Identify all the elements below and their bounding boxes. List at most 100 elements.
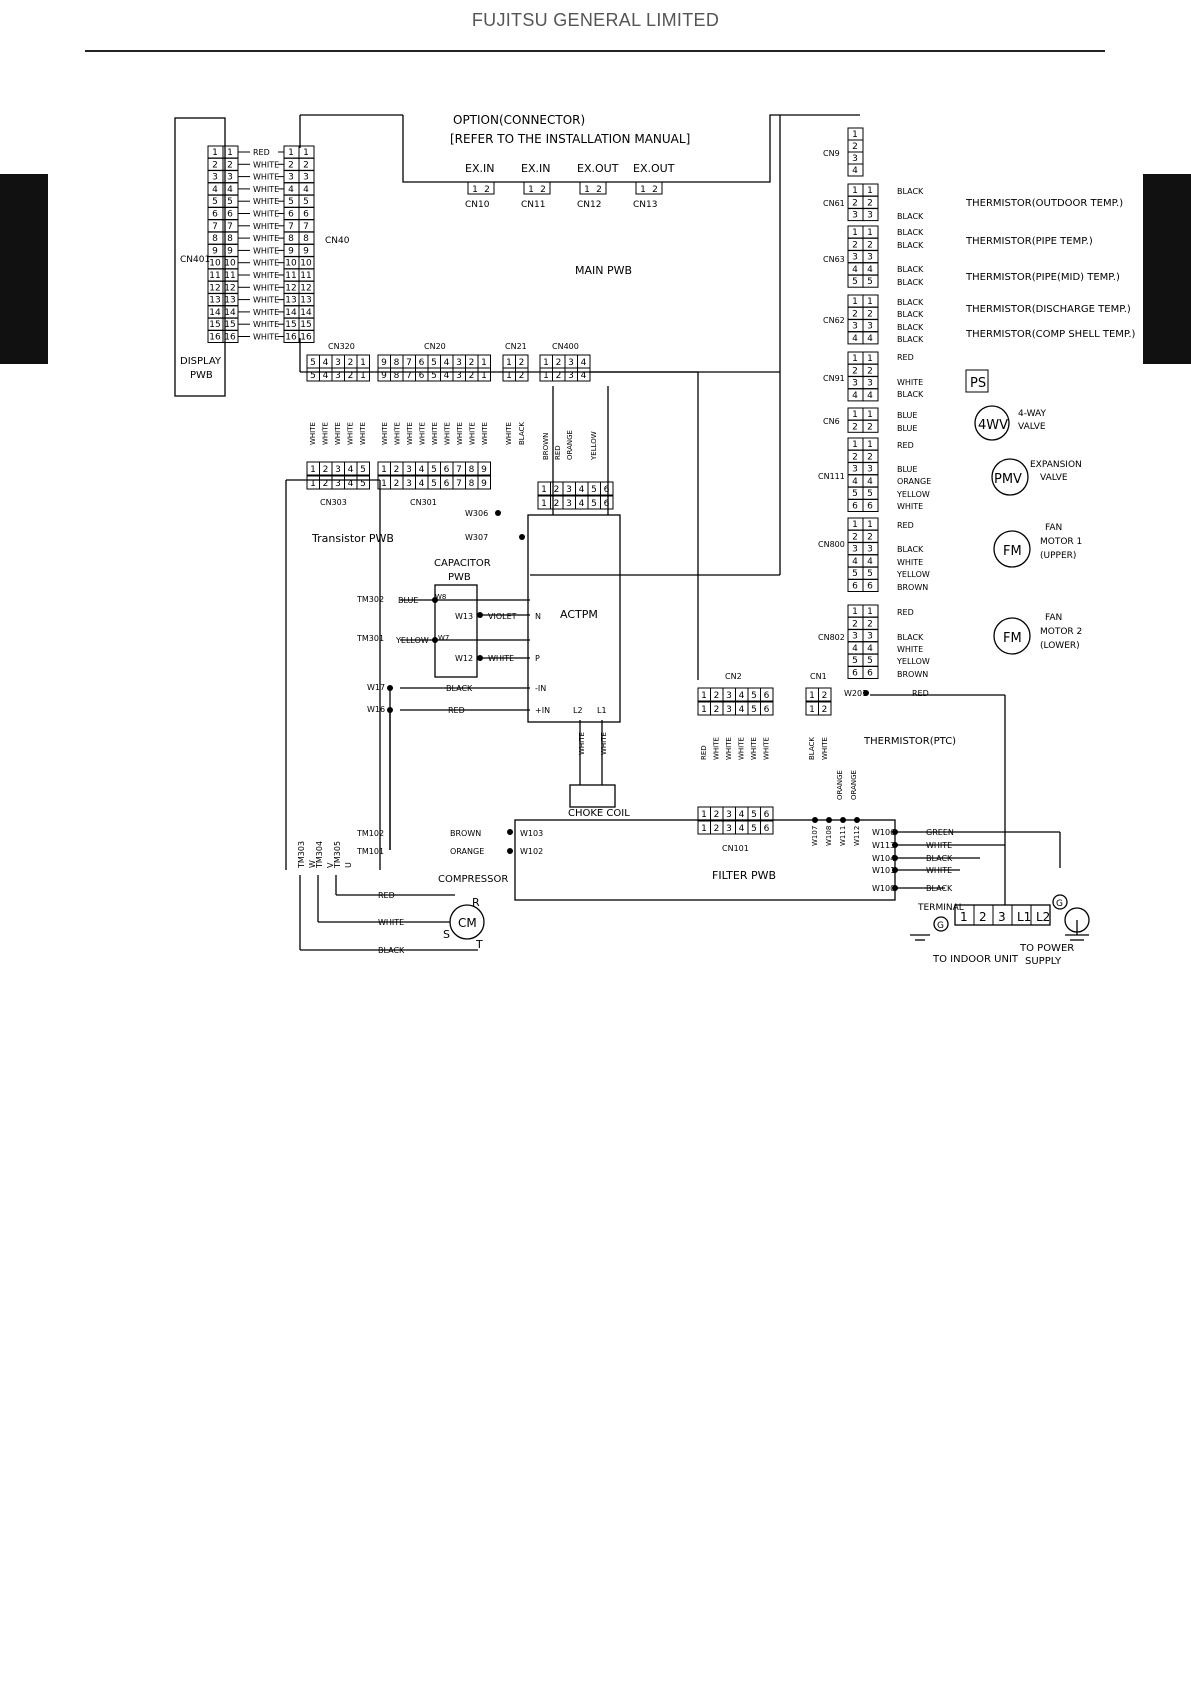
pin-number: 1 [310,479,316,489]
pin-number: 3 [335,358,341,368]
pin-number: 3 [852,154,858,164]
fm1-device-label: FM [1003,544,1022,559]
vertical-wire-label: WHITE [469,422,477,445]
pin-number: 2 [652,185,658,195]
pin-number: 3 [867,253,873,263]
cn9-label: CN9 [823,149,840,158]
vertical-label: TM305 [333,841,342,869]
pin-number: 11 [285,271,296,281]
vertical-wire-label: WHITE [821,737,829,760]
wire-label: BLACK [897,241,924,250]
thermistor-pipe-label: THERMISTOR(PIPE TEMP.) [965,236,1093,247]
pin-number: 5 [310,358,316,368]
wire-label: WHITE [378,918,404,927]
pin-number: 12 [209,283,220,293]
display-wire-label: WHITE [253,308,279,317]
actpm-terminal-p: P [535,654,540,663]
pin-number: 10 [209,259,221,269]
pin-number: 3 [456,371,462,381]
pin-number: 5 [852,489,858,499]
4wv-circle [974,405,1010,441]
wire-label: BLACK [926,854,953,863]
pin-number: 4 [444,371,450,381]
pin-number: 4 [444,358,450,368]
junction-dot [519,534,525,540]
capacitor-label: CAPACITOR [434,558,491,569]
pin-number: 4 [323,371,329,381]
w307-label: W307 [465,533,488,542]
pin-number: 6 [764,705,770,715]
pin-number: 4 [348,479,354,489]
pin-number: 1 [481,358,487,368]
pin-number: 6 [867,669,873,679]
vertical-wire-label: BLACK [808,737,816,760]
thermistor-compshell-label: THERMISTOR(COMP SHELL TEMP.) [965,329,1136,340]
cn101-label: CN101 [722,844,749,853]
actpm-terminal-plus-in: +IN [535,706,550,715]
junction-dot [387,685,393,691]
pin-number: 1 [867,607,873,617]
vertical-wire-label: RED [554,445,562,460]
pin-number: 13 [224,296,235,306]
pin-number: 2 [867,422,873,432]
cn301-pin [477,461,491,476]
pin-number: 3 [867,465,873,475]
vertical-wire-label: ORANGE [566,430,574,460]
pin-number: 2 [822,705,828,715]
pin-number: 4 [303,185,309,195]
pin-number: 7 [212,222,218,232]
pin-number: 1 [852,354,858,364]
pin-number: 3 [566,499,572,509]
tm101-label: TM101 [356,847,384,856]
wire-label: BLACK [897,545,924,554]
pin-number: 11 [224,271,235,281]
pin-number: 3 [568,371,574,381]
pin-number: 3 [568,358,574,368]
junction-dot [892,829,898,835]
cn101-pin [760,820,774,835]
pin-number: 3 [867,322,873,332]
wire-label: WHITE [926,841,952,850]
pin-number: 1 [867,520,873,530]
vertical-wire-label: WHITE [738,737,746,760]
pin-number: 7 [288,222,294,232]
pin-number: 2 [394,465,400,475]
pin-number: 5 [431,358,437,368]
option-port-label: EX.IN [465,162,494,175]
option-port-cn: CN11 [521,200,545,210]
pin-number: 1 [701,705,707,715]
pin-number: 2 [714,705,720,715]
wire-label: BLUE [398,596,418,605]
pin-number: 5 [431,371,437,381]
pin-number: 2 [867,452,873,462]
pin-number: 8 [394,371,400,381]
vertical-wire-label: WHITE [750,737,758,760]
w13-label: W13 [455,612,473,621]
vertical-wire-label: WHITE [456,422,464,445]
pin-number: 2 [596,185,602,195]
cn63-pin [862,274,879,288]
vertical-wire-label: WHITE [406,422,414,445]
wire-label: BLUE [897,465,917,474]
ground-right-circle [1052,894,1068,910]
pin-number: 3 [212,173,218,183]
cn301-pin [477,475,491,490]
pin-number: 9 [481,479,487,489]
option-port-cn: CN10 [465,200,490,210]
pin-number: 2 [554,499,560,509]
pin-number: 4 [739,824,745,834]
junction-dot [826,817,832,823]
pin-number: 10 [300,259,312,269]
display-wire-label: WHITE [253,320,279,329]
pin-number: 4 [288,185,294,195]
cn400-label: CN400 [552,342,579,351]
pin-number: 14 [300,308,312,318]
pin-number: 5 [751,705,757,715]
pin-number: 1 [867,228,873,238]
pin-number: 3 [406,479,412,489]
ground-right-label: G [1056,899,1063,909]
left-edge-tab [0,174,48,364]
option-title: OPTION(CONNECTOR) [453,113,585,127]
pin-number: 3 [852,545,858,555]
